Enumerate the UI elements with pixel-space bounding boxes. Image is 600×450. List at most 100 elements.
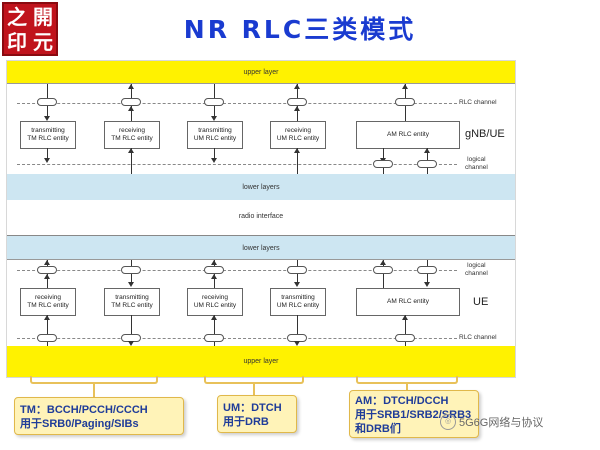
entity-role: receiving xyxy=(118,127,145,134)
rlc-channel-sap xyxy=(204,334,224,342)
rlc-channel-sap xyxy=(395,334,415,342)
entity-tm-tx-bottom: transmitting TM RLC entity xyxy=(104,288,160,316)
entity-type: TM RLC entity xyxy=(111,302,153,309)
logo-char: 元 xyxy=(33,29,53,54)
bottom-entity-panel: receiving TM RLC entity transmitting TM … xyxy=(7,259,515,347)
link-line xyxy=(383,260,384,288)
rlc-channel-sap xyxy=(204,98,224,106)
logical-channel-line1: logical xyxy=(467,156,486,163)
link-line xyxy=(214,84,215,98)
link-line xyxy=(405,84,406,98)
arrow-up-icon xyxy=(44,260,50,265)
link-line xyxy=(47,315,48,346)
entity-role: transmitting xyxy=(281,294,315,301)
logical-channel-line1: logical xyxy=(467,262,486,269)
arrow-down-icon xyxy=(44,158,50,163)
um-note-line2: 用于DRB xyxy=(223,416,269,428)
um-note-line1: UM：DTCH xyxy=(223,402,282,414)
logical-channel-sap xyxy=(417,266,437,274)
arrow-up-icon xyxy=(402,315,408,320)
am-note-line1: AM：DTCH/DCCH xyxy=(355,395,449,407)
arrow-up-icon xyxy=(211,260,217,265)
arrow-up-icon xyxy=(424,148,430,153)
logo: 之 開 印 元 xyxy=(2,2,58,56)
upper-layer-top: upper layer xyxy=(7,61,515,83)
am-note-line3: 和DRB们 xyxy=(355,423,401,435)
entity-um-rx-bottom: receiving UM RLC entity xyxy=(187,288,243,316)
logical-channel-sap xyxy=(373,160,393,168)
radio-interface-label: radio interface xyxy=(7,209,515,223)
link-line xyxy=(131,84,132,98)
arrow-up-icon xyxy=(128,148,134,153)
link-line xyxy=(214,315,215,346)
logical-channel-sap xyxy=(373,266,393,274)
entity-um-rx-top: receiving UM RLC entity xyxy=(270,121,326,149)
entity-type: AM RLC entity xyxy=(387,298,429,305)
arrow-up-icon xyxy=(402,84,408,89)
top-entity-panel: transmitting TM RLC entity receiving TM … xyxy=(7,83,515,175)
node-label-bottom: UE xyxy=(473,296,489,308)
entity-tm-rx-bottom: receiving TM RLC entity xyxy=(20,288,76,316)
arrow-up-icon xyxy=(128,84,134,89)
rlc-channel-line xyxy=(17,338,457,339)
entity-am-top: AM RLC entity xyxy=(356,121,460,149)
logical-channel-label: logical channel xyxy=(465,156,488,172)
entity-type: TM RLC entity xyxy=(27,302,69,309)
arrow-up-icon xyxy=(128,106,134,111)
link-line xyxy=(405,106,406,121)
link-line xyxy=(297,148,298,174)
rlc-channel-sap xyxy=(37,98,57,106)
rlc-channel-sap xyxy=(37,334,57,342)
um-mode-note: UM：DTCH 用于DRB xyxy=(217,395,297,433)
arrow-up-icon xyxy=(294,84,300,89)
rlc-diagram: upper layer transmitting TM RLC entity r… xyxy=(6,60,516,378)
link-line xyxy=(47,148,48,159)
entity-tm-rx-top: receiving TM RLC entity xyxy=(104,121,160,149)
tm-note-line2: 用于SRB0/Paging/SIBs xyxy=(20,418,139,430)
link-line xyxy=(297,315,298,341)
entity-type: TM RLC entity xyxy=(27,135,69,142)
logical-channel-sap xyxy=(121,266,141,274)
entity-role: transmitting xyxy=(115,294,149,301)
rlc-channel-sap xyxy=(287,98,307,106)
logical-channel-sap xyxy=(37,266,57,274)
upper-layer-bottom: upper layer xyxy=(7,346,515,377)
link-line xyxy=(405,315,406,346)
watermark-text: 5G6G网络与协议 xyxy=(459,417,544,429)
tm-note-line1: TM：BCCH/PCCH/CCCH xyxy=(20,404,148,416)
arrow-down-icon xyxy=(294,282,300,287)
link-line xyxy=(297,84,298,98)
entity-type: UM RLC entity xyxy=(193,302,237,309)
tm-brace-stem xyxy=(93,383,95,397)
rlc-channel-sap xyxy=(395,98,415,106)
link-line xyxy=(214,106,215,118)
logo-char: 之 xyxy=(7,4,27,29)
logical-channel-sap xyxy=(417,160,437,168)
wechat-icon: ◎ xyxy=(440,414,456,430)
am-mode-note: AM：DTCH/DCCH 用于SRB1/SRB2/SRB3 和DRB们 xyxy=(349,390,479,438)
arrow-up-icon xyxy=(44,315,50,320)
arrow-up-icon xyxy=(380,260,386,265)
link-line xyxy=(214,274,215,288)
logical-channel-sap xyxy=(287,266,307,274)
entity-role: transmitting xyxy=(198,127,232,134)
arrow-up-icon xyxy=(211,274,217,279)
lower-layers-bottom: lower layers xyxy=(7,235,515,260)
link-line xyxy=(297,106,298,121)
link-line xyxy=(47,274,48,288)
arrow-up-icon xyxy=(44,274,50,279)
link-line xyxy=(214,148,215,159)
logical-channel-line xyxy=(17,270,457,271)
rlc-channel-line xyxy=(17,103,457,104)
arrow-down-icon xyxy=(128,282,134,287)
entity-type: TM RLC entity xyxy=(111,135,153,142)
arrow-down-icon xyxy=(44,116,50,121)
rlc-channel-label: RLC channel xyxy=(459,334,497,341)
entity-type: UM RLC entity xyxy=(193,135,237,142)
entity-role: receiving xyxy=(34,294,61,301)
entity-role: receiving xyxy=(201,294,228,301)
logical-channel-sap xyxy=(204,266,224,274)
um-brace-stem xyxy=(253,383,255,395)
entity-um-tx-top: transmitting UM RLC entity xyxy=(187,121,243,149)
arrow-down-icon xyxy=(128,341,134,346)
